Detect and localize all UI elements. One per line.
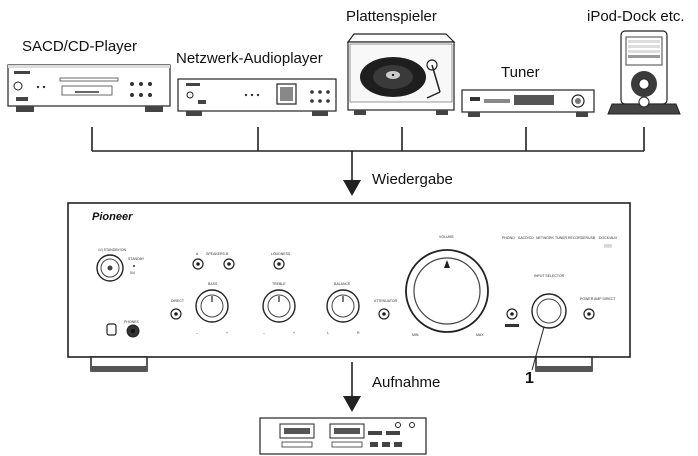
loudness-label: LOUDNESS [271,252,291,256]
bass-plus: + [226,331,228,335]
sacd-player [7,64,171,112]
usb-port [106,323,117,336]
turntable-label: Plattenspieler [346,8,437,25]
treble-plus: + [293,331,295,335]
tuner [461,89,595,117]
playback-arrow [343,180,361,196]
input-indicator-sacd: SACD/CD [518,236,534,240]
input-indicator-recorder: RECORDER [568,236,589,240]
standby-label: ⏻/| STANDBY/ON [98,248,127,252]
speaker-b-label: B [226,252,229,256]
ipod-dock [607,30,681,115]
balance-label: BALANCE [334,282,351,286]
input-indicator-usb: USB [588,236,596,240]
input-indicators: PHONO SACD/CD NETWORK TUNER RECORDER USB… [502,236,618,248]
input-indicator-tuner: TUNER [555,236,568,240]
input-indicator-sub: ▯▯▯▯ [604,244,612,248]
tuner-label: Tuner [501,64,540,81]
cassette-recorder [259,417,427,455]
playback-label: Wiedergabe [372,171,453,188]
brand-logo: Pioneer [92,211,133,223]
balance-right: R [357,331,360,335]
input-selector-label: INPUT SELECTOR [534,274,565,278]
input-indicator-dock: DOCK/AUX [599,236,618,240]
input-indicator-phono: PHONO [502,236,515,240]
volume-min: MIN [412,333,419,337]
sacd-player-label: SACD/CD-Player [22,38,138,55]
bass-minus: – [196,331,198,335]
turntable [346,33,456,115]
amplifier: Pioneer ⏻/| STANDBY/ON STANDBY 5/4 A SPE… [67,202,631,372]
callout-line [531,326,545,371]
recording-label: Aufnahme [372,374,441,391]
balance-left: L [327,331,329,335]
volume-max: MAX [476,333,484,337]
standby-led-label: STANDBY [128,257,145,261]
treble-minus: – [263,331,265,335]
attenuator-label: ATTENUATOR [374,299,398,303]
volume-label: VOLUME [439,235,454,239]
input-indicator-network: NETWORK [536,236,555,240]
callout-number: 1 [525,370,534,387]
phones-label: PHONES [124,320,139,324]
direct-label: DIRECT [171,299,185,303]
network-audio-player [177,78,337,116]
bass-label: BASS [208,282,218,286]
power-amp-label: POWER AMP DIRECT [580,297,616,301]
speaker-a-label: A [196,252,199,256]
speakers-label: SPEAKERS [206,252,226,256]
network-player-label: Netzwerk-Audioplayer [176,50,323,67]
ipod-dock-label: iPod-Dock etc. [587,8,685,25]
sleep-label: 5/4 [130,271,135,275]
input-bus-lines [91,127,645,182]
recording-arrow [343,396,361,412]
volume-knob [405,249,489,333]
treble-label: TREBLE [272,282,286,286]
